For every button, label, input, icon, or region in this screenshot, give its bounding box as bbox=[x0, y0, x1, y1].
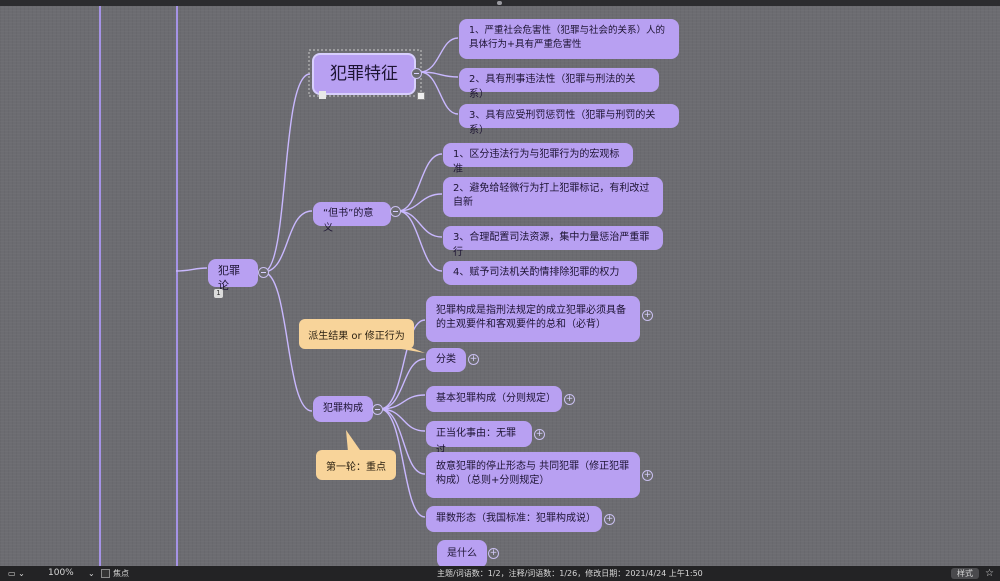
proviso-item-1[interactable]: 1、区分违法行为与犯罪行为的宏观标准 bbox=[443, 143, 633, 175]
constitution-classification[interactable]: 分类 bbox=[426, 348, 466, 372]
topic-proviso-meaning-label: “但书”的意义 bbox=[323, 208, 374, 234]
resize-handle[interactable] bbox=[417, 92, 425, 100]
focus-checkbox[interactable] bbox=[101, 569, 110, 578]
constitution-classification-label: 分类 bbox=[436, 354, 456, 365]
topic-what-is-label: 是什么 bbox=[447, 548, 477, 559]
focus-label: 焦点 bbox=[113, 569, 129, 578]
note-icon[interactable] bbox=[319, 91, 326, 99]
constitution-stop-forms-label: 故意犯罪的停止形态与 共同犯罪（修正犯罪构成）（总则+分则规定） bbox=[436, 461, 630, 486]
central-topic[interactable]: 犯罪论 bbox=[208, 259, 258, 292]
mindmap-canvas[interactable]: 犯罪论 1 犯罪特征 1、严重社会危害性（犯罪与社会的关系）人的具体行为+具有严… bbox=[0, 6, 1000, 566]
expand-icon[interactable]: + bbox=[534, 429, 545, 440]
crime-feature-3-label: 3、具有应受刑罚惩罚性（犯罪与刑罚的关系） bbox=[469, 110, 656, 136]
expand-icon[interactable]: + bbox=[604, 514, 615, 525]
zoom-dropdown-icon[interactable]: ⌄ bbox=[88, 569, 95, 578]
document-info: 主题/词语数：1/2，注释/词语数：1/26，修改日期：2021/4/24 上午… bbox=[437, 569, 703, 578]
expand-icon[interactable]: + bbox=[642, 470, 653, 481]
focus-toggle[interactable]: 焦点 bbox=[101, 566, 129, 581]
topic-proviso-meaning[interactable]: “但书”的意义 bbox=[313, 202, 391, 234]
constitution-definition[interactable]: 犯罪构成是指刑法规定的成立犯罪必须具备的主观要件和客观要件的总和（必背） bbox=[426, 296, 640, 342]
expand-icon[interactable]: + bbox=[488, 548, 499, 559]
collapse-icon[interactable] bbox=[411, 68, 422, 79]
proviso-item-4[interactable]: 4、赋予司法机关酌情排除犯罪的权力 bbox=[443, 261, 637, 285]
topic-what-is[interactable]: 是什么 bbox=[437, 540, 487, 566]
proviso-item-1-label: 1、区分违法行为与犯罪行为的宏观标准 bbox=[453, 149, 620, 175]
parent-connector-line bbox=[176, 6, 178, 566]
crime-feature-1-label: 1、严重社会危害性（犯罪与社会的关系）人的具体行为+具有严重危害性 bbox=[469, 25, 666, 50]
proviso-item-2-label: 2、避免给轻微行为打上犯罪标记，有利改过自新 bbox=[453, 183, 650, 208]
topic-crime-constitution-label: 犯罪构成 bbox=[323, 403, 363, 414]
constitution-basic-label: 基本犯罪构成（分则规定） bbox=[436, 393, 556, 404]
constitution-basic[interactable]: 基本犯罪构成（分则规定） bbox=[426, 386, 562, 412]
constitution-number-forms[interactable]: 罪数形态（我国标准：犯罪构成说） bbox=[426, 506, 602, 532]
zoom-level[interactable]: 100% bbox=[48, 568, 74, 578]
proviso-item-3[interactable]: 3、合理配置司法资源，集中力量惩治严重罪行 bbox=[443, 226, 663, 258]
collapse-icon[interactable] bbox=[372, 404, 383, 415]
crime-feature-3[interactable]: 3、具有应受刑罚惩罚性（犯罪与刑罚的关系） bbox=[459, 104, 679, 136]
topic-crime-features[interactable]: 犯罪特征 bbox=[312, 53, 416, 95]
constitution-definition-label: 犯罪构成是指刑法规定的成立犯罪必须具备的主观要件和客观要件的总和（必背） bbox=[436, 305, 626, 330]
drag-handle[interactable] bbox=[497, 1, 502, 5]
crime-feature-2[interactable]: 2、具有刑事违法性（犯罪与刑法的关系） bbox=[459, 68, 659, 100]
expand-icon[interactable]: + bbox=[564, 394, 575, 405]
connector-lines bbox=[175, 37, 459, 518]
crime-feature-1[interactable]: 1、严重社会危害性（犯罪与社会的关系）人的具体行为+具有严重危害性 bbox=[459, 19, 679, 59]
parent-connector-line bbox=[99, 6, 101, 566]
crime-feature-2-label: 2、具有刑事违法性（犯罪与刑法的关系） bbox=[469, 74, 636, 100]
window-top-bar bbox=[0, 0, 1000, 6]
callout-round1-label: 第一轮：重点 bbox=[326, 461, 386, 473]
proviso-item-2[interactable]: 2、避免给轻微行为打上犯罪标记，有利改过自新 bbox=[443, 177, 663, 217]
collapse-icon[interactable] bbox=[258, 267, 269, 278]
style-button[interactable]: 样式 bbox=[951, 568, 979, 579]
constitution-justification-label: 正当化事由：无罪过 bbox=[436, 428, 516, 456]
constitution-number-forms-label: 罪数形态（我国标准：犯罪构成说） bbox=[436, 513, 596, 524]
expand-icon[interactable]: + bbox=[468, 354, 479, 365]
central-topic-label: 犯罪论 bbox=[218, 264, 240, 292]
star-icon[interactable]: ☆ bbox=[985, 568, 994, 579]
proviso-item-4-label: 4、赋予司法机关酌情排除犯罪的权力 bbox=[453, 267, 620, 278]
note-count-badge[interactable]: 1 bbox=[214, 289, 223, 298]
topic-crime-constitution[interactable]: 犯罪构成 bbox=[313, 396, 373, 422]
collapse-icon[interactable] bbox=[390, 206, 401, 217]
proviso-item-3-label: 3、合理配置司法资源，集中力量惩治严重罪行 bbox=[453, 232, 650, 258]
callout-derived-label: 派生结果 or 修正行为 bbox=[308, 330, 405, 342]
topic-crime-features-label: 犯罪特征 bbox=[330, 63, 398, 84]
status-bar: ▭ ⌄ 100% ⌄ 焦点 主题/词语数：1/2，注释/词语数：1/26，修改日… bbox=[0, 566, 1000, 581]
constitution-stop-forms[interactable]: 故意犯罪的停止形态与 共同犯罪（修正犯罪构成）（总则+分则规定） bbox=[426, 452, 640, 498]
callout-derived[interactable]: 派生结果 or 修正行为 bbox=[299, 319, 414, 349]
callout-round1[interactable]: 第一轮：重点 bbox=[316, 450, 396, 480]
sidebar-toggle-icon[interactable]: ▭ ⌄ bbox=[8, 569, 25, 578]
constitution-justification[interactable]: 正当化事由：无罪过 bbox=[426, 421, 532, 456]
expand-icon[interactable]: + bbox=[642, 310, 653, 321]
